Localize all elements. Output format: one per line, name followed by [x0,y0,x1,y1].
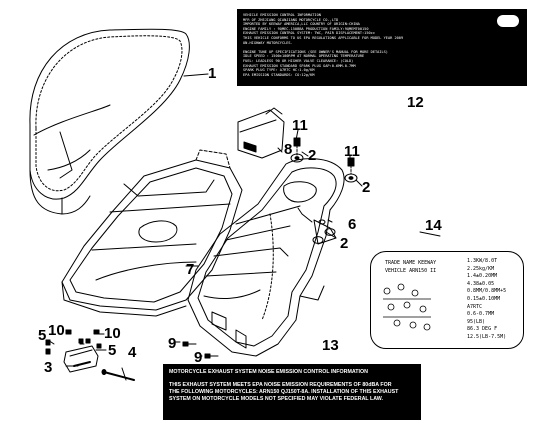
callout-9b: 9 [194,349,203,366]
label14-right-line: 0.15±0.10MM [467,295,501,302]
helmet-box-part [187,158,345,357]
label14-left-line: VEHICLE ARN150 II [385,267,437,274]
callout-11a: 11 [292,117,308,134]
callout-3: 3 [44,359,53,376]
label14-right-line: 86.3 DEG F [467,326,498,333]
nut-5a-part [45,339,51,355]
noise-emission-label: MOTORCYCLE EXHAUST SYSTEM NOISE EMISSION… [163,364,421,420]
callout-14: 14 [425,217,442,234]
label14-right-line: 0.6-0.7MM [467,311,495,318]
callout-11b: 11 [344,143,360,160]
callout-12: 12 [407,94,424,111]
latch-part [63,345,99,373]
label12-line: ENGINE FAMILY : 9QMEC.150BBA PRODUCTION … [243,26,369,31]
label14-right-line: 95(LB) [467,318,486,325]
callout-9a: 9 [168,335,177,352]
screw-9b-part [204,353,219,359]
callout-2b: 2 [362,179,371,196]
callout-10b: 10 [104,325,121,342]
brand-logo-icon [497,15,519,27]
callout-5a: 5 [38,327,47,344]
screw-9a-part [182,341,197,347]
callout-13: 13 [322,337,339,354]
clip-10b-part [93,329,100,335]
nut-5b-part [78,338,91,344]
label13-line: THE FOLLOWING MOTORCYCLES: ARN150 QJ150T… [169,389,399,395]
callout-6: 6 [348,216,357,233]
washer-2a-part [290,153,304,163]
washer-2b-part [344,173,358,183]
emission-control-label: VEHICLE EMISSION CONTROL INFORMATION MFR… [237,9,527,86]
label12-line: EXHAUST EMISSION STANDARD SPARK PLUG GAP… [243,63,356,68]
callout-7: 7 [186,261,195,278]
label12-line: ON-HIGHWAY MOTORCYCLES. [243,40,293,45]
bolt-11a-part [293,137,301,157]
label14-right-line: 12.5(LB-7.5M) [467,333,507,340]
callout-4: 4 [128,344,137,361]
label12-line: VEHICLE EMISSION CONTROL INFORMATION [243,13,321,17]
label12-line: IDLE SPEED : 1500±100RPM AT NORMAL OPERA… [243,54,365,59]
washer-2c-part [297,207,336,244]
label14-left-line: TRADE NAME KEEWAY [385,260,437,266]
nut-5c-part [96,343,102,349]
callout-2c: 2 [340,235,349,252]
specification-label: TRADE NAME KEEWAY VEHICLE ARN150 II 1.3K… [370,251,524,349]
callout-2a: 2 [308,147,317,164]
label12-line: FUEL: LEADLESS 90 OR HIGHER VALVE CLEARA… [243,58,354,63]
callout-10a: 10 [48,322,65,339]
label14-right-line: 2.25kg/KM [467,265,495,272]
label12-line: IMPORTED BY KEEWAY AMERICA,LLC COUNTRY O… [243,22,360,27]
label14-right-line: A7RTC [467,303,483,310]
label12-line: MFR OF ZHEJIANG QIANJIANG MOTORCYCLE CO.… [243,17,339,22]
seat-part [29,28,190,215]
callout-5b: 5 [108,342,117,359]
label12-line: EPA EMISSION STANDARDS: CO:12g/KM [243,72,315,77]
bolt-11b-part [347,157,355,175]
spec-symbols-icon [383,283,431,331]
label13-line: SYSTEM ON MOTORCYCLE MODELS NOT SPECIFIE… [169,396,383,402]
label14-right-line: 4.38±0.05 [467,280,495,287]
bracket-part [237,107,285,159]
leader-lines [47,73,441,381]
rod-4-part [101,369,135,381]
seat-pan-part [61,149,243,317]
label13-line: THIS EXHAUST SYSTEM MEETS EPA NOISE EMIS… [169,382,392,388]
label12-line: EXHAUST EMISSION CONTROL SYSTEM: TWC, PA… [243,31,375,36]
label12-line: SPARK PLUG TYPE: A7RTC HC:1.0g/KM [243,68,315,73]
label12-line: THIS VEHICLE CONFORMS TO US EPA REGULATI… [243,35,404,40]
label14-right-line: 1.3KW/8.0T [467,258,498,264]
label12-line: ENGINE TUNE UP SPECIFICATIONS (SEE OWNER… [243,49,388,54]
label14-right-line: 1.4±0.20MM [467,273,498,280]
label13-title: MOTORCYCLE EXHAUST SYSTEM NOISE EMISSION… [169,369,368,375]
label14-right-line: 0.8MM/0.8MM+5 [467,288,507,295]
callout-1: 1 [208,65,217,82]
callout-8: 8 [284,141,293,158]
